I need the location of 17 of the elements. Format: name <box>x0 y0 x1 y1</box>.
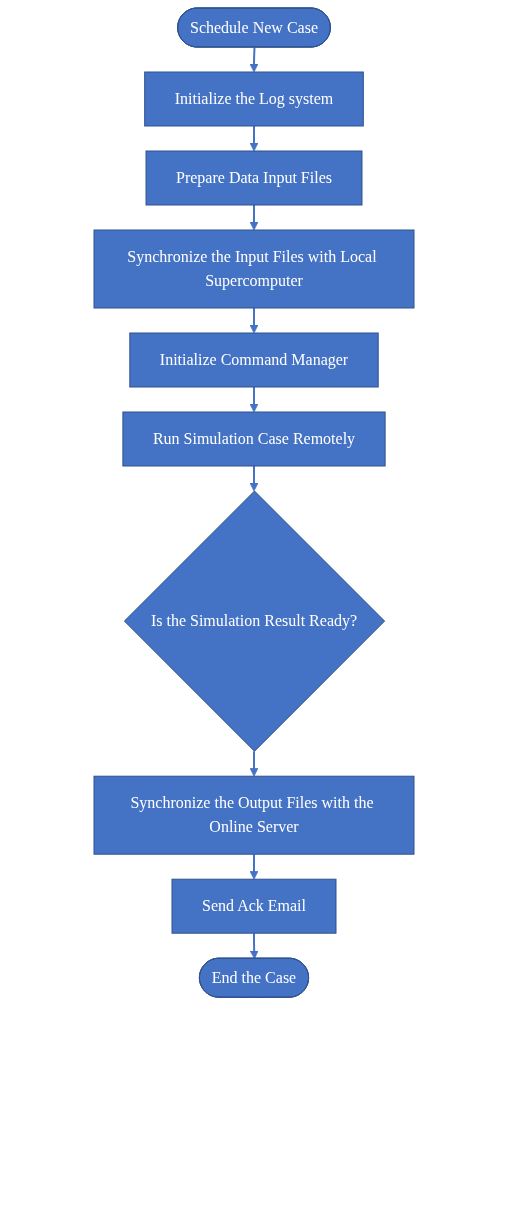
arrow <box>249 46 258 73</box>
node-box: Prepare Data Input Files <box>145 150 362 206</box>
node-box: Synchronize the Output Files with the Online Server <box>93 775 414 855</box>
node-diamond: Is the Simulation Result Ready? <box>123 490 385 752</box>
node-box: Run Simulation Case Remotely <box>121 411 386 467</box>
node-box: Initialize the Log system <box>143 71 364 127</box>
arrow <box>249 125 258 152</box>
node-box: Initialize Command Manager <box>128 332 379 388</box>
node-box: Synchronize the Input Files with Local Supercomputer <box>93 229 414 309</box>
arrow <box>249 386 258 413</box>
arrow <box>249 750 258 777</box>
arrow <box>249 853 258 880</box>
arrow <box>249 932 259 960</box>
arrow <box>249 465 258 492</box>
arrow <box>249 307 258 334</box>
node-box: Send Ack Email <box>171 878 336 934</box>
arrow <box>249 204 258 231</box>
